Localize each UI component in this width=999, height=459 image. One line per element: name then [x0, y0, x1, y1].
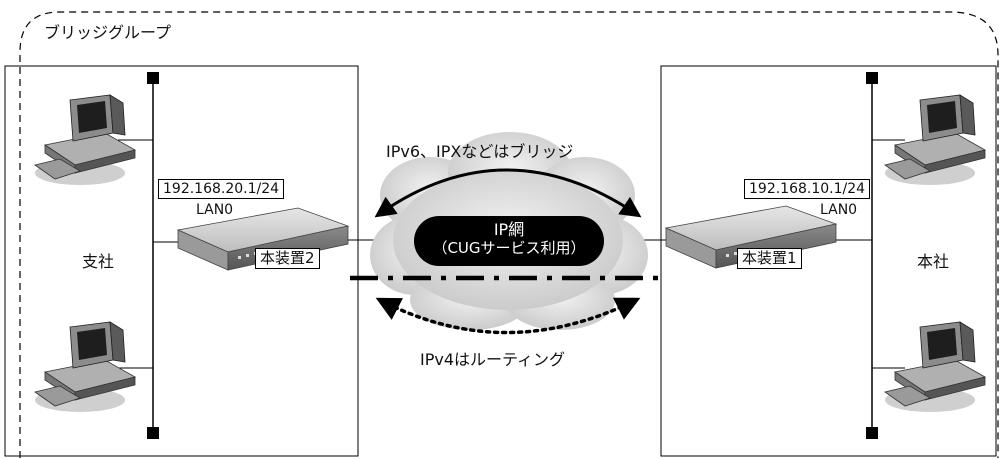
right-ip-address: 192.168.10.1/24: [744, 179, 871, 199]
left-site-frame: [4, 65, 359, 457]
bridge-note: IPv6、IPXなどはブリッジ: [386, 142, 574, 161]
ip-network-title: IP網 （CUGサービス利用）: [409, 220, 609, 257]
right-interface: LAN0: [820, 202, 858, 218]
bridge-group-outline: [19, 11, 999, 458]
bridge-group-label: ブリッジグループ: [44, 23, 172, 42]
right-site-name: 本社: [917, 252, 950, 271]
left-site-name: 支社: [82, 252, 115, 271]
bridge-arrow: [374, 168, 642, 218]
right-router-label: 本装置1: [737, 248, 802, 269]
pc-icon-left-bottom: [34, 321, 137, 412]
ip-network-pill: [414, 216, 604, 266]
ip-network-line2: （CUGサービス利用）: [432, 239, 586, 258]
left-ip-address: 192.168.20.1/24: [158, 179, 285, 199]
right-site-frame: [660, 65, 997, 457]
pc-icon-right-top: [884, 94, 987, 185]
routing-note: IPv4はルーティング: [420, 350, 566, 369]
left-router-label: 本装置2: [255, 248, 320, 269]
routing-arrow: [375, 297, 641, 335]
left-interface: LAN0: [196, 202, 234, 218]
pc-icon-right-bottom: [884, 321, 987, 412]
ip-network-line1: IP網: [493, 220, 525, 239]
pc-icon-left-top: [34, 94, 137, 185]
